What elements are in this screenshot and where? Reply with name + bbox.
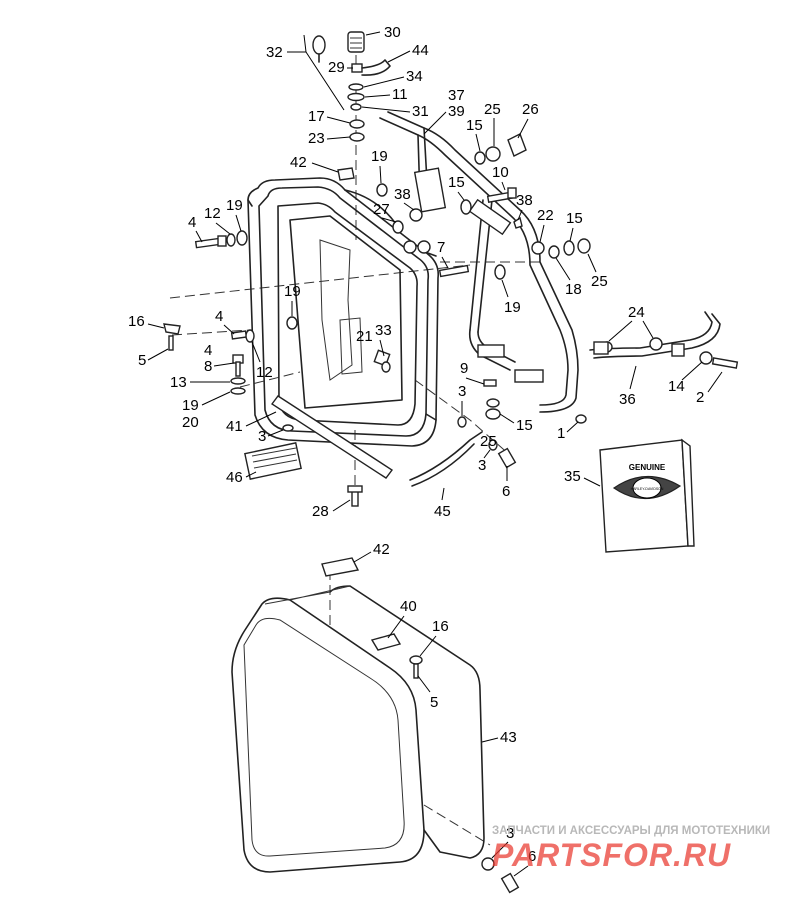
label-9: 9 — [460, 360, 468, 377]
label-44: 44 — [412, 42, 429, 59]
label-15-c: 15 — [566, 210, 583, 227]
label-15-b: 15 — [448, 174, 465, 191]
label-7: 7 — [437, 239, 445, 256]
label-30: 30 — [384, 24, 401, 41]
watermark-caption: ЗАПЧАСТИ И АКСЕССУАРЫ ДЛЯ МОТОТЕХНИКИ — [492, 825, 770, 837]
label-10: 10 — [492, 164, 509, 181]
latch-assembly — [312, 31, 391, 142]
watermark: ЗАПЧАСТИ И АКСЕССУАРЫ ДЛЯ МОТОТЕХНИКИ PA… — [492, 825, 770, 873]
label-6-b: 6 — [528, 848, 536, 865]
badge-top: GENUINE — [629, 463, 666, 472]
label-25-a: 25 — [484, 101, 501, 118]
label-42-b: 42 — [373, 541, 390, 558]
mounting-plate — [244, 395, 483, 487]
label-27: 27 — [373, 201, 390, 218]
label-32: 32 — [266, 44, 283, 61]
label-18: 18 — [565, 281, 582, 298]
label-19-a: 19 — [371, 148, 388, 165]
badge-middle: HARLEY-DAVIDSON — [631, 487, 664, 491]
label-31: 31 — [412, 103, 429, 120]
saddlebag-lid — [231, 557, 520, 894]
label-2: 2 — [696, 389, 704, 406]
label-14: 14 — [668, 378, 685, 395]
label-12-b: 12 — [256, 364, 273, 381]
part-labels: 30 32 29 44 34 11 31 17 23 37 39 25 15 2… — [128, 24, 723, 877]
label-17: 17 — [308, 108, 325, 125]
label-5-a: 5 — [138, 352, 146, 369]
label-16-a: 16 — [128, 313, 145, 330]
label-34: 34 — [406, 68, 423, 85]
label-45: 45 — [434, 503, 451, 520]
label-20: 20 — [182, 414, 199, 431]
label-8: 8 — [204, 358, 212, 375]
label-38-a: 38 — [394, 186, 411, 203]
label-16-b: 16 — [432, 618, 449, 635]
label-43: 43 — [500, 729, 517, 746]
label-3-c: 3 — [478, 457, 486, 474]
label-3-d: 3 — [506, 825, 514, 842]
label-28: 28 — [312, 503, 329, 520]
label-25-b: 25 — [591, 273, 608, 290]
label-3-a: 3 — [458, 383, 466, 400]
label-19-b: 19 — [504, 299, 521, 316]
label-5-b: 5 — [430, 694, 438, 711]
instruction-booklet: GENUINE HARLEY-DAVIDSON MOTOR PARTS — [599, 438, 695, 553]
label-41: 41 — [226, 418, 243, 435]
label-24: 24 — [628, 304, 645, 321]
label-12-a: 12 — [204, 205, 221, 222]
label-4-b: 4 — [215, 308, 223, 325]
label-1: 1 — [557, 425, 565, 442]
label-42-a: 42 — [290, 154, 307, 171]
label-35: 35 — [564, 468, 581, 485]
label-37: 37 — [448, 87, 465, 104]
label-46: 46 — [226, 469, 243, 486]
label-23: 23 — [308, 130, 325, 147]
label-13: 13 — [170, 374, 187, 391]
label-26: 26 — [522, 101, 539, 118]
label-11: 11 — [392, 86, 408, 103]
watermark-logo: PARTSFOR.RU — [492, 837, 731, 873]
label-36: 36 — [619, 391, 636, 408]
label-19-c: 19 — [226, 197, 243, 214]
label-29: 29 — [328, 59, 345, 76]
saddlebag-outer-frame — [247, 177, 440, 447]
label-33: 33 — [375, 322, 392, 339]
assembly-lines — [169, 40, 540, 846]
badge-bottom: MOTOR PARTS — [629, 501, 666, 507]
label-19-d: 19 — [284, 283, 301, 300]
label-40: 40 — [400, 598, 417, 615]
label-38-b: 38 — [516, 192, 533, 209]
fasteners — [163, 133, 591, 507]
label-4-c: 4 — [204, 342, 212, 359]
guard-rail — [589, 311, 739, 369]
label-4-a: 4 — [188, 214, 196, 231]
label-22: 22 — [537, 207, 554, 224]
label-15-d: 15 — [516, 417, 533, 434]
label-21: 21 — [356, 328, 373, 345]
label-6-a: 6 — [502, 483, 510, 500]
label-3-b: 3 — [258, 428, 266, 445]
label-15-a: 15 — [466, 117, 483, 134]
support-rail — [379, 111, 579, 413]
label-19-e: 19 — [182, 397, 199, 414]
label-25-c: 25 — [480, 433, 497, 450]
label-39: 39 — [448, 103, 465, 120]
